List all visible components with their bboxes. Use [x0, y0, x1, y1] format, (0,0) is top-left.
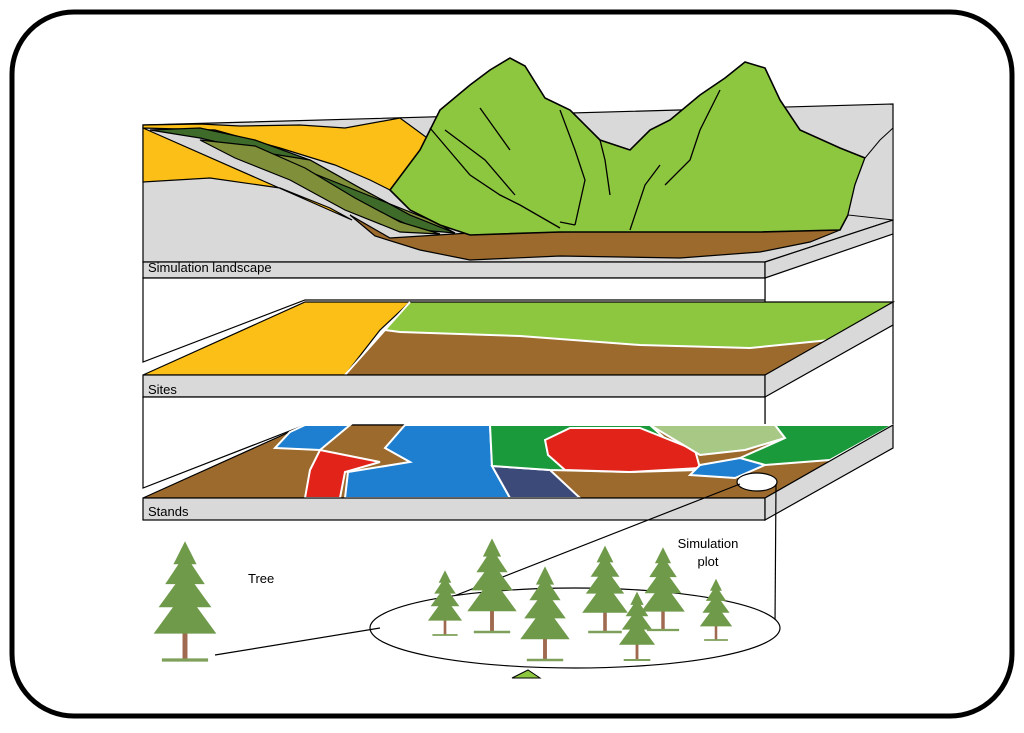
sites-white-panel — [142, 277, 766, 363]
landscape-layer: Simulation landscape — [142, 57, 894, 279]
bottom-cropped-shape — [511, 669, 542, 679]
sites-label: Sites — [148, 382, 177, 397]
stands-right-face — [764, 423, 894, 522]
landscape-olive-strata-2 — [199, 139, 441, 235]
stands-front-face — [142, 497, 766, 521]
landscape-mountains — [388, 57, 867, 236]
stand-pale-green — [646, 424, 787, 457]
stands-layer: Stands — [142, 396, 897, 522]
landscape-label: Simulation landscape — [148, 260, 272, 275]
sites-layer: Sites — [142, 277, 896, 399]
plot-label-line1: Simulation — [678, 536, 739, 551]
tree-connector-line — [214, 627, 381, 656]
stands-label: Stands — [148, 504, 189, 519]
landscape-right-cliff — [847, 104, 894, 221]
zoom-line-right — [774, 483, 777, 626]
tree-label: Tree — [248, 571, 274, 586]
plot-label-line2: plot — [698, 554, 719, 569]
landscape-yellow-strata — [142, 117, 431, 221]
sites-front-face — [142, 374, 766, 398]
sites-boundary — [344, 301, 831, 376]
landscape-olive-strata — [259, 151, 456, 234]
landscape-ridge-lines — [429, 89, 721, 231]
plot-zoom: Tree Simulation plot — [154, 483, 781, 679]
stand-blue-1 — [272, 424, 353, 452]
stand-blue-3 — [687, 456, 768, 480]
plot-location-ellipse — [736, 472, 778, 492]
